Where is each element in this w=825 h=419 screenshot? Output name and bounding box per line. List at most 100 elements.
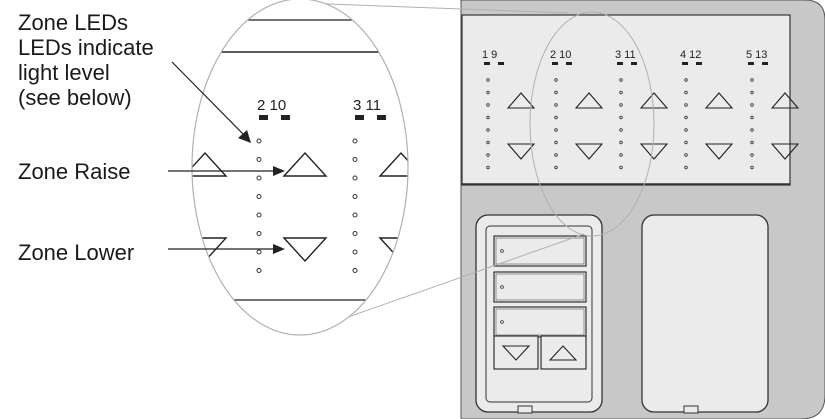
panel-zone-1: 1 9 <box>482 49 536 170</box>
panel-zone-2: 2 10 <box>550 49 604 170</box>
zone-led-bar <box>498 62 504 65</box>
light-level-led <box>256 138 262 144</box>
magnifier-connector-top <box>302 2 569 14</box>
light-level-led <box>554 103 558 107</box>
zone-lower-button[interactable] <box>770 143 800 160</box>
zone-raise-arrowhead <box>273 166 285 176</box>
magnified-zone-raise-button[interactable] <box>282 151 328 177</box>
light-level-led <box>619 90 623 95</box>
zone-lower-arrowhead <box>273 244 285 254</box>
zone-lower-button[interactable] <box>639 143 669 160</box>
light-level-led <box>256 231 262 236</box>
light-level-led <box>554 140 558 145</box>
magnified-zone-2: 3 11 <box>352 97 422 273</box>
light-level-led <box>256 212 262 218</box>
magnified-lens: 2 10 3 11 <box>191 0 422 336</box>
light-level-led <box>619 115 623 120</box>
scene-button-bezel <box>495 273 585 301</box>
zone-led-bar <box>617 62 623 65</box>
light-level-led <box>486 153 490 157</box>
light-level-led <box>684 115 688 120</box>
light-level-led <box>486 140 490 145</box>
zone-raise-button[interactable] <box>770 92 800 109</box>
scene-led <box>500 285 504 289</box>
zone-lower-button[interactable] <box>506 143 536 160</box>
panel-zone-label: 1 9 <box>482 49 497 61</box>
light-level-led <box>750 115 754 120</box>
zone-raise-button[interactable] <box>639 92 669 109</box>
keypad-foot <box>517 405 533 414</box>
light-level-led <box>619 165 623 170</box>
magnified-zone-1: 2 10 <box>256 97 328 273</box>
master-lower-button[interactable] <box>493 335 539 370</box>
panel-zone-5: 5 13 <box>746 49 800 170</box>
light-level-led <box>619 128 623 132</box>
zone-lower-callout: Zone Lower <box>18 240 135 265</box>
light-level-led <box>352 138 358 144</box>
panel-zone-label: 2 10 <box>550 49 571 61</box>
zone-leds-leader <box>171 61 246 137</box>
light-level-led <box>486 78 490 82</box>
callout-arrows <box>168 61 285 254</box>
zone-leds-line-3: light level <box>18 60 110 85</box>
light-level-led <box>486 90 490 95</box>
faceplate-upper <box>461 14 791 186</box>
zone-lower-button[interactable] <box>704 143 734 160</box>
light-level-led <box>750 78 754 82</box>
zone-led-bar <box>552 62 558 65</box>
lens-outline <box>191 0 409 336</box>
light-level-led <box>554 90 558 95</box>
light-level-led <box>352 212 358 218</box>
zone-led-bar <box>259 115 268 120</box>
zone-lower-button[interactable] <box>574 143 604 160</box>
scene-button-1[interactable] <box>493 235 587 267</box>
light-level-led <box>684 165 688 170</box>
light-level-led <box>684 128 688 132</box>
scene-button-2[interactable] <box>493 271 587 303</box>
light-level-led <box>684 103 688 107</box>
light-level-led <box>619 153 623 157</box>
magnified-zone-raise-button[interactable] <box>378 151 422 177</box>
keypad-buttons <box>493 235 587 370</box>
light-level-led <box>256 157 262 162</box>
light-level-led <box>352 231 358 236</box>
blank-foot <box>683 405 699 414</box>
zone-leds-line-1: Zone LEDs <box>18 10 129 35</box>
zone-led-bar <box>631 62 637 65</box>
zone-leds-arrowhead <box>238 130 251 143</box>
zone-led-bar <box>748 62 754 65</box>
scene-led <box>500 320 504 324</box>
light-level-led <box>684 78 688 82</box>
light-level-led <box>256 194 262 199</box>
master-raise-button[interactable] <box>540 335 587 370</box>
zone-led-bar <box>696 62 702 65</box>
panel-zone-label: 5 13 <box>746 49 767 61</box>
light-level-led <box>554 115 558 120</box>
zone-leds-line-2: LEDs indicate <box>18 35 154 60</box>
light-level-led <box>486 103 490 107</box>
light-level-led <box>684 90 688 95</box>
magnified-zone-lower-button[interactable] <box>282 237 328 263</box>
light-level-led <box>352 175 358 181</box>
zone-raise-button[interactable] <box>574 92 604 109</box>
panel-zone-label: 4 12 <box>680 49 701 61</box>
zone-leds-line-4: (see below) <box>18 85 132 110</box>
zone-raise-button[interactable] <box>704 92 734 109</box>
zone-led-bar <box>377 115 386 120</box>
light-level-led <box>554 165 558 170</box>
light-level-led <box>750 103 754 107</box>
zone-raise-button[interactable] <box>506 92 536 109</box>
light-level-led <box>256 175 262 181</box>
light-level-led <box>352 249 358 255</box>
blank-faceplate <box>641 214 769 413</box>
zone-leds-callout: Zone LEDs LEDs indicate light level (see… <box>18 10 154 110</box>
zone-led-bar <box>484 62 490 65</box>
scene-button-3[interactable] <box>493 306 587 338</box>
light-level-led <box>750 140 754 145</box>
magnified-zone-label: 3 11 <box>353 97 381 114</box>
light-level-led <box>750 90 754 95</box>
light-level-led <box>684 140 688 145</box>
